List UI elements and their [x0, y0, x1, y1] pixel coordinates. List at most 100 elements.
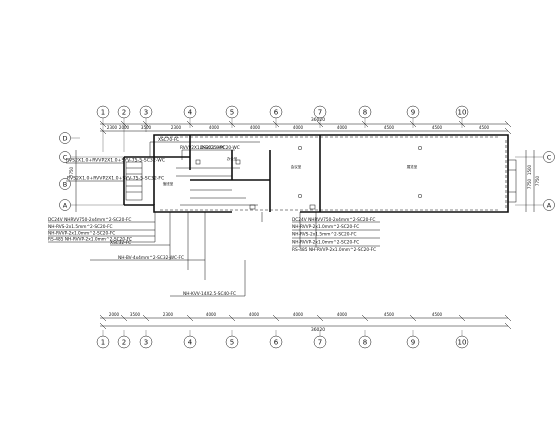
dim-total-top: 36020: [311, 117, 325, 123]
axis-label-2: 2: [122, 109, 126, 117]
axis-bubble-5-bottom: [225, 335, 239, 349]
cable-label-c17: RS-485 NH-RVVP-2x1.0mm^2-SC20-FC: [292, 247, 376, 253]
axis-label-6-bottom: 6: [274, 339, 279, 347]
axis-label-2-bottom: 2: [122, 339, 126, 347]
cable-label-c8: NH-KVV-14X2.5-SC40-FC: [183, 291, 236, 297]
dim-right-2: 7750: [527, 178, 532, 189]
axis-label-4: 4: [188, 109, 193, 117]
dim-bottom-8: 4500: [384, 312, 395, 317]
axis-label-6: 6: [274, 109, 279, 117]
dim-bottom-3: 2300: [163, 312, 174, 317]
dim-top-11: 4500: [479, 125, 490, 130]
axis-bubble-6-bottom: [269, 335, 283, 349]
axis-label-c-left: C: [63, 154, 68, 162]
dim-right-1: 1500: [527, 164, 532, 175]
dim-bottom-4: 4000: [206, 312, 217, 317]
axis-label-a-right: A: [547, 202, 552, 210]
left-axis-bubbles: D C B A: [59, 132, 71, 211]
cable-label-c2: RVS2X1.0+RVVP2X1.0+SYV-75-5-SC32-WC: [66, 158, 165, 164]
axis-label-b-left: B: [63, 181, 67, 189]
cable-labels: XSC70-FC RVS2X1.0+RVVP2X1.0+SYV-75-5-SC3…: [48, 137, 376, 297]
dim-bottom-6: 4000: [293, 312, 304, 317]
axis-label-4-bottom: 4: [188, 339, 193, 347]
cable-label-c3: RVS2X1.0+RVVP2X1.0+SYV-75-5-SC32-FC: [67, 176, 164, 182]
windows-top: [160, 136, 507, 211]
axis-label-10: 10: [458, 109, 467, 117]
axis-bubble-d-left: [59, 132, 71, 144]
room-label-office: 办公室: [227, 156, 238, 161]
axis-bubble-a-right: [543, 199, 555, 211]
room-label-duty: 值班室: [163, 181, 174, 186]
dim-total-bottom: 36020: [311, 327, 325, 333]
axis-label-1-bottom: 1: [101, 339, 105, 347]
dim-top-6: 4000: [250, 125, 261, 130]
axis-bubble-2-bottom: [117, 335, 131, 349]
room-label-exhibit: 展览室: [407, 164, 418, 169]
dim-top-9: 4500: [384, 125, 395, 130]
right-axis-bubbles: C A: [543, 151, 555, 211]
cable-label-c7: NH-BV-4x4mm^2-SC32-WC-FC: [118, 255, 184, 261]
dim-bottom-5: 4000: [249, 312, 260, 317]
axis-label-d-left: D: [62, 135, 67, 143]
dim-right-3: 7750: [535, 175, 540, 186]
cable-leaders-left: [48, 162, 246, 297]
axis-bubble-3-bottom: [139, 335, 153, 349]
axis-label-c-right: C: [547, 154, 552, 162]
axis-label-7: 7: [318, 109, 322, 117]
top-axis-bubbles: 1 2 3 4 5 6 7 8 9 10: [96, 105, 469, 119]
axis-bubble-10-bottom: [455, 335, 469, 349]
device-symbols: [195, 145, 423, 210]
cable-label-c1: XSC70-FC: [158, 137, 179, 143]
dim-top-5: 4000: [209, 125, 220, 130]
top-dimension-texts: 2300 2000 3500 2300 4000 4000 4000 4000 …: [107, 125, 490, 130]
axis-label-a-left: A: [63, 202, 68, 210]
axis-label-3: 3: [144, 109, 148, 117]
room-label-meeting: 会议室: [291, 164, 302, 169]
dim-top-1: 2300: [107, 125, 118, 130]
dim-bottom-1: 2000: [109, 312, 120, 317]
axis-bubble-8-bottom: [358, 335, 372, 349]
axis-bubble-c-right: [543, 151, 555, 163]
axis-label-8-bottom: 8: [363, 339, 367, 347]
cable-leaders-right: [261, 212, 380, 248]
axis-bubble-c-left: [59, 151, 71, 163]
bottom-dimension-lines: [99, 314, 512, 336]
axis-label-5-bottom: 5: [230, 339, 234, 347]
dim-top-7: 4000: [293, 125, 304, 130]
axis-bubble-7-bottom: [313, 335, 327, 349]
axis-label-1: 1: [101, 109, 105, 117]
bottom-axis-bubbles: 1 2 3 4 5 6 7 8 9 10: [96, 335, 469, 349]
cable-label-c6: XSC32-FC: [110, 240, 131, 246]
cable-label-c12: NH-RVVP-2x1.0mm^2-SC20-FC: [292, 224, 359, 230]
cable-label-c13: NH-RVVP-2x1.0mm^2-SC20-FC: [292, 240, 359, 246]
dim-top-2: 2000: [119, 125, 130, 130]
axis-bubble-4-bottom: [183, 335, 197, 349]
cable-label-c16: DC24V NHRVV750-2x4mm^2-SC20-FC: [292, 217, 375, 223]
axis-label-9-bottom: 9: [411, 339, 415, 347]
top-dimension-lines: [99, 120, 512, 135]
cable-label-c9: NH-RVS-2x1.5mm^2-SC20-FC: [48, 224, 113, 230]
cable-label-c11: NH-RVVP-2x1.0mm^2-SC20-FC: [48, 231, 115, 237]
dim-top-10: 4500: [432, 125, 443, 130]
axis-label-10-bottom: 10: [458, 339, 467, 347]
dim-top-3: 3500: [141, 125, 152, 130]
dim-top-8: 4000: [337, 125, 348, 130]
axis-bubble-9-bottom: [406, 335, 420, 349]
cable-leaders-top: [149, 141, 260, 199]
cable-label-c5: DS2X1.0-PC20-WC: [200, 145, 240, 151]
dim-bottom-7: 4000: [337, 312, 348, 317]
cable-label-c4: RVVP2X1.0-SC25-WC: [180, 145, 225, 151]
axis-label-8: 8: [363, 109, 367, 117]
axis-label-3-bottom: 3: [144, 339, 148, 347]
axis-label-5: 5: [230, 109, 234, 117]
axis-bubble-1-bottom: [96, 335, 110, 349]
cable-label-c14: RS-485 NH-RVVP-2x1.0mm^2-SC20-FC: [48, 237, 132, 243]
dim-top-4: 2300: [171, 125, 182, 130]
axis-bubble-b-left: [59, 178, 71, 190]
dim-left-1: 7750: [69, 166, 74, 177]
bottom-dimension-texts: 2000 3500 2300 4000 4000 4000 4000 4500 …: [109, 312, 443, 317]
cable-label-c15: DC24V NHRVV750-2x4mm^2-SC20-FC: [48, 217, 131, 223]
axis-label-7-bottom: 7: [318, 339, 322, 347]
axis-bubble-a-left: [59, 199, 71, 211]
